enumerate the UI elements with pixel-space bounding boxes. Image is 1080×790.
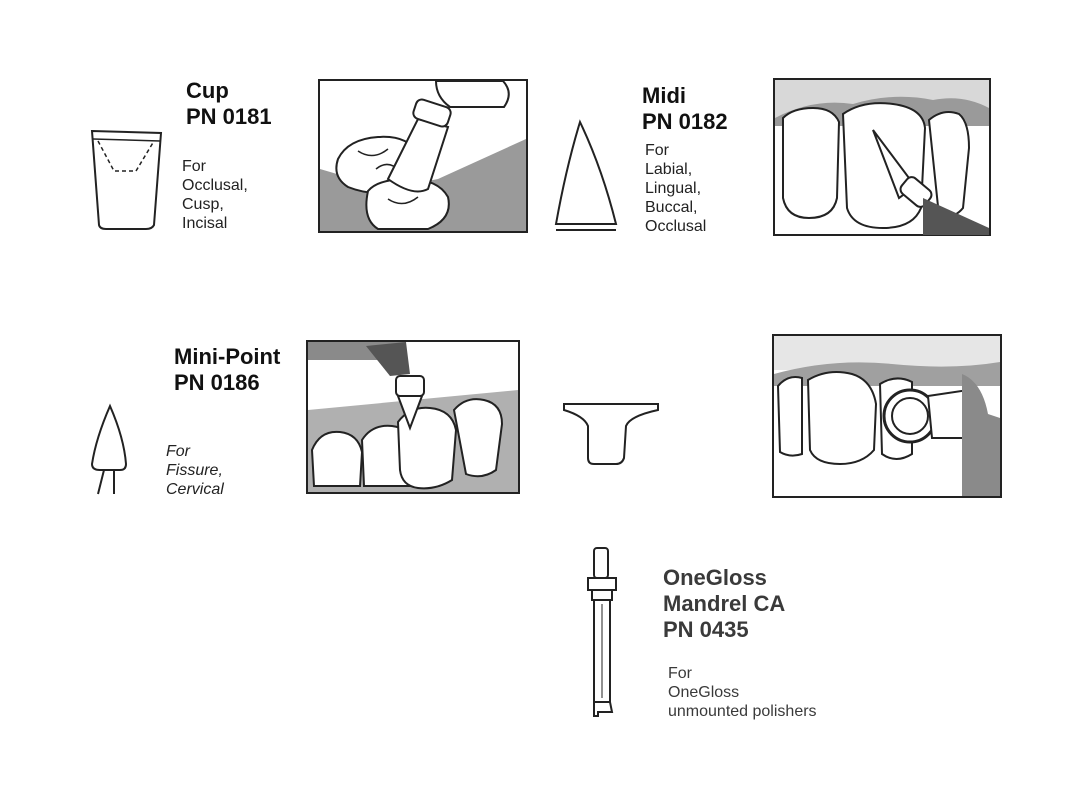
mini-point-use-item: Cervical [166,481,224,498]
mini-point-usage-illustration [306,340,520,494]
cup-title-name: Cup [186,78,229,103]
mini-point-polisher-icon [90,403,128,495]
mini-point-use-item: Fissure, [166,462,223,479]
mandrel-title-type: Mandrel CA [663,591,786,616]
midi-use-item: Occlusal [645,218,707,235]
unmounted-usage-illustration [772,334,1002,498]
mandrel-title: OneGloss Mandrel CA PN 0435 [663,565,785,643]
cup-title: Cup PN 0181 [186,78,272,130]
midi-part-number: PN 0182 [642,109,728,134]
mandrel-use-item: unmounted polishers [668,703,817,720]
mandrel-uses: For OneGloss unmounted polishers [668,664,817,721]
midi-title-name: Midi [642,83,686,108]
mini-point-title: Mini-Point PN 0186 [174,344,280,396]
mandrel-title-name: OneGloss [663,565,767,590]
mini-point-uses: For Fissure, Cervical [166,442,224,499]
cup-usage-illustration [318,79,528,233]
mandrel-icon [587,547,617,717]
midi-use-item: Lingual, [645,180,702,197]
mini-point-part-number: PN 0186 [174,370,260,395]
midi-usage-illustration [773,78,991,236]
cup-use-item: Occlusal, [182,177,248,194]
cup-polisher-icon [90,129,163,230]
mandrel-for-label: For [668,665,692,682]
cup-uses: For Occlusal, Cusp, Incisal [182,157,248,233]
mandrel-use-item: OneGloss [668,684,740,701]
midi-polisher-icon [554,119,618,231]
midi-for-label: For [645,142,669,159]
mini-point-title-name: Mini-Point [174,344,281,369]
midi-uses: For Labial, Lingual, Buccal, Occlusal [645,141,706,236]
midi-use-item: Buccal, [645,199,698,216]
cup-part-number: PN 0181 [186,104,272,129]
midi-use-item: Labial, [645,161,693,178]
cup-use-item: Incisal [182,215,228,232]
midi-title: Midi PN 0182 [642,83,728,135]
mandrel-part-number: PN 0435 [663,617,749,642]
cup-use-item: Cusp, [182,196,224,213]
mini-point-for-label: For [166,443,190,460]
unmounted-polisher-icon [563,403,659,465]
cup-for-label: For [182,158,206,175]
